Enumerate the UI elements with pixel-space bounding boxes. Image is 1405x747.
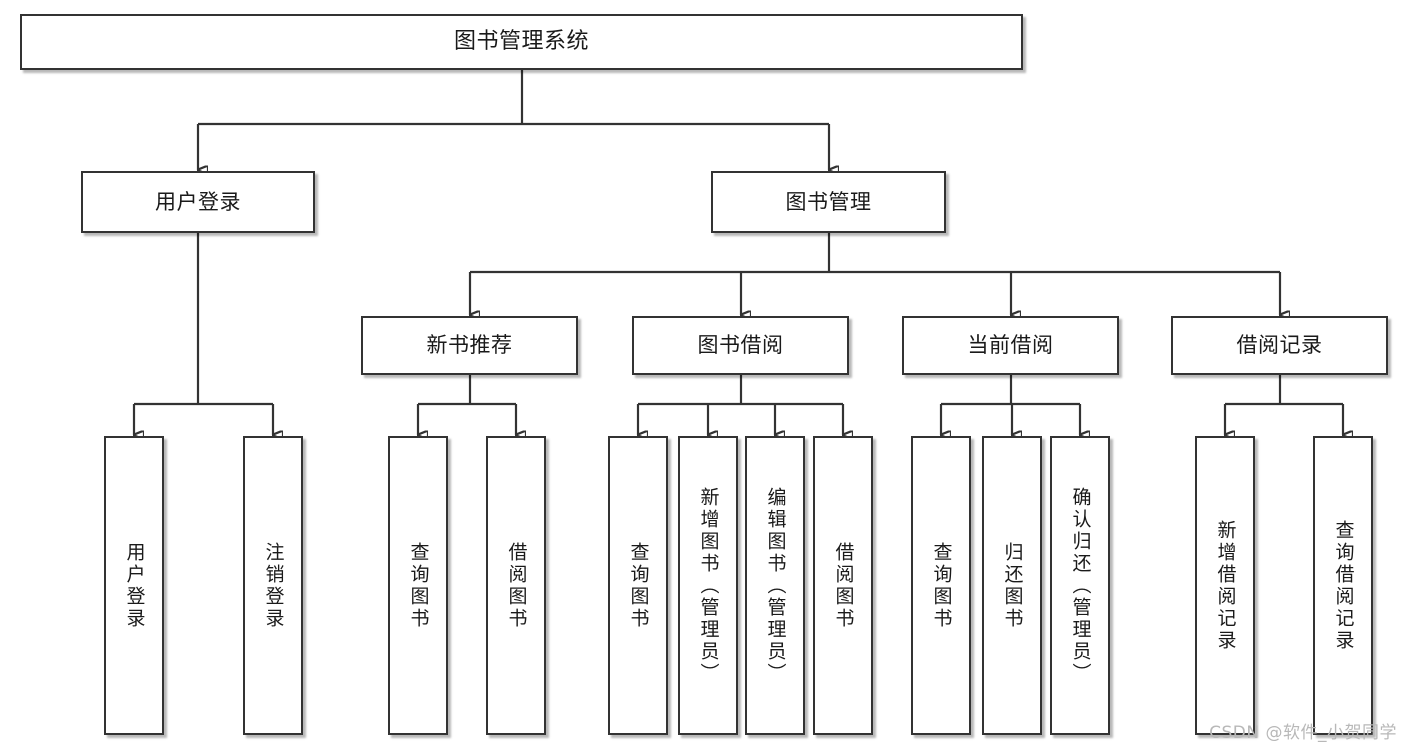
- node-leaf-rec-borrow-book[interactable]: 借阅图书: [486, 436, 546, 735]
- node-book-manage[interactable]: 图书管理: [711, 171, 946, 233]
- node-label: 查询借阅记录: [1332, 519, 1355, 652]
- node-label: 确认归还（管理员）: [1069, 486, 1092, 685]
- node-label: 新增借阅记录: [1214, 519, 1237, 652]
- node-leaf-return-book[interactable]: 归还图书: [982, 436, 1042, 735]
- node-leaf-rec-query-book[interactable]: 查询图书: [388, 436, 448, 735]
- node-label: 查询图书: [930, 541, 953, 630]
- node-leaf-add-book-admin[interactable]: 新增图书（管理员）: [678, 436, 738, 735]
- node-label: 借阅图书: [832, 541, 855, 630]
- node-label: 注销登录: [262, 541, 285, 630]
- node-leaf-query-borrow-record[interactable]: 查询借阅记录: [1313, 436, 1373, 735]
- node-current-borrow[interactable]: 当前借阅: [902, 316, 1119, 375]
- node-leaf-borrow-book[interactable]: 借阅图书: [813, 436, 873, 735]
- watermark: CSDN @软件_小贺同学: [1209, 723, 1397, 743]
- node-leaf-add-borrow-record[interactable]: 新增借阅记录: [1195, 436, 1255, 735]
- node-root[interactable]: 图书管理系统: [20, 14, 1023, 70]
- node-label: 图书管理系统: [453, 29, 589, 55]
- node-book-borrow[interactable]: 图书借阅: [632, 316, 849, 375]
- node-label: 借阅记录: [1236, 333, 1323, 358]
- node-new-book-rec[interactable]: 新书推荐: [361, 316, 578, 375]
- node-label: 借阅图书: [505, 541, 528, 630]
- node-user-login[interactable]: 用户登录: [81, 171, 315, 233]
- node-label: 当前借阅: [967, 333, 1054, 358]
- node-label: 图书管理: [785, 189, 872, 214]
- node-label: 归还图书: [1001, 541, 1024, 630]
- node-leaf-edit-book-admin[interactable]: 编辑图书（管理员）: [745, 436, 805, 735]
- node-leaf-user-login[interactable]: 用户登录: [104, 436, 164, 735]
- node-leaf-confirm-return-admin[interactable]: 确认归还（管理员）: [1050, 436, 1110, 735]
- node-borrow-record[interactable]: 借阅记录: [1171, 316, 1388, 375]
- node-label: 用户登录: [123, 541, 146, 630]
- node-leaf-logout[interactable]: 注销登录: [243, 436, 303, 735]
- node-label: 查询图书: [627, 541, 650, 630]
- node-leaf-cur-query-book[interactable]: 查询图书: [911, 436, 971, 735]
- node-label: 图书借阅: [697, 333, 784, 358]
- node-label: 用户登录: [155, 189, 241, 214]
- node-label: 新书推荐: [426, 333, 513, 358]
- edges: [132, 70, 1343, 435]
- node-leaf-borrow-query-book[interactable]: 查询图书: [608, 436, 668, 735]
- node-label: 新增图书（管理员）: [697, 486, 720, 685]
- node-label: 查询图书: [407, 541, 430, 630]
- node-label: 编辑图书（管理员）: [764, 486, 787, 685]
